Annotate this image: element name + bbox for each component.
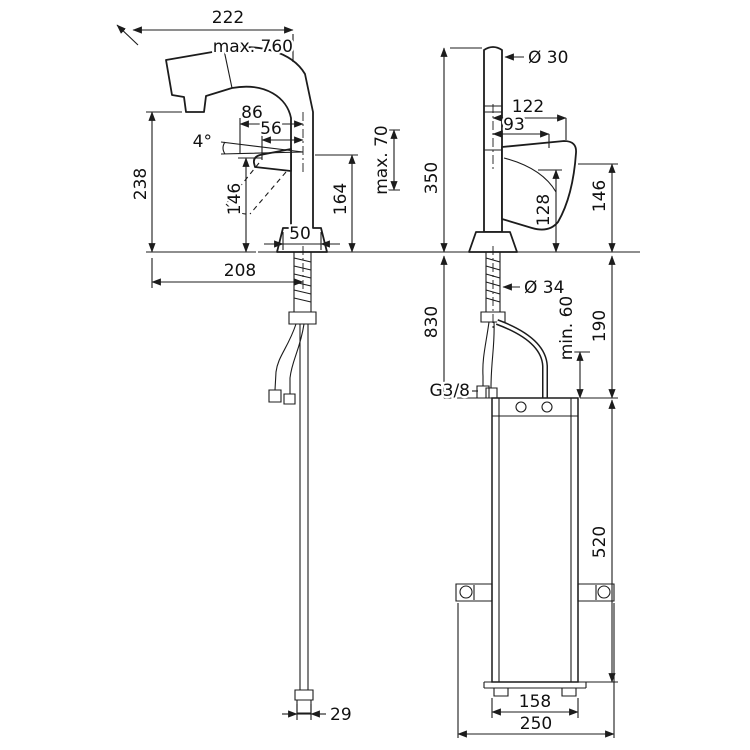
dim-164: 164: [315, 154, 358, 253]
dim-146-left: 146: [223, 157, 262, 253]
dim-label-238: 238: [131, 168, 151, 200]
dim-520: 520: [586, 399, 618, 683]
install-box-outline: [491, 397, 579, 683]
box-hole-1: [515, 401, 527, 413]
tab-screw-icon-right: [597, 585, 611, 599]
mounting-tab-left: [455, 583, 493, 602]
dim-label-158: 158: [519, 692, 551, 712]
dim-label-g38: G3/8: [429, 381, 470, 401]
handle-lever-side: [252, 148, 292, 172]
dim-label-164: 164: [331, 183, 351, 215]
dim-label-dia30: Ø 30: [528, 48, 568, 68]
dim-label-128: 128: [534, 194, 554, 226]
dim-29: 29: [282, 703, 354, 727]
dim-label-350: 350: [422, 162, 442, 194]
dim-238: 238: [129, 111, 256, 253]
dim-208: 208: [151, 258, 304, 288]
faucet-front-outline: [420, 46, 640, 697]
box-flange: [483, 681, 587, 689]
dim-angle-4deg: 4°: [190, 130, 304, 155]
supply-hose-right-2: [490, 321, 495, 389]
dim-label-max760: max. 760: [213, 37, 293, 57]
dim-max760: max. 760: [210, 35, 295, 60]
box-feet: [493, 688, 577, 697]
dim-label-208: 208: [224, 261, 256, 281]
dim-830: 830: [420, 255, 490, 399]
box-hole-2: [541, 401, 553, 413]
install-box-walls: [492, 398, 578, 682]
pullout-hose-left: [299, 324, 309, 690]
right-view: Ø 30 350 122 93 128: [420, 46, 640, 738]
dim-label-122: 122: [512, 97, 544, 117]
dim-128: 128: [532, 169, 562, 253]
spray-head-joint-line: [223, 49, 233, 89]
dim-label-146-right: 146: [590, 180, 610, 212]
supply-hose-fitting-left-1: [268, 389, 282, 403]
shank-thread-left: [293, 257, 312, 303]
dim-158: 158: [491, 690, 579, 718]
supply-fitting-right-2: [485, 387, 498, 399]
dim-122: 122: [492, 95, 567, 140]
supply-hose-left-2: [289, 323, 305, 394]
dim-label-93: 93: [503, 115, 525, 135]
dim-label-250: 250: [520, 714, 552, 734]
dim-label-4deg: 4°: [193, 132, 212, 152]
dim-g38: G3/8: [427, 379, 478, 403]
dim-label-146-left: 146: [225, 183, 245, 215]
dim-56: 56: [258, 112, 304, 175]
left-view: 222 max. 760 86 56 4°: [116, 6, 425, 727]
supply-hose-right-1: [482, 321, 490, 386]
dim-93: 93: [492, 113, 550, 148]
faucet-side-body: [165, 46, 328, 253]
dim-label-190: 190: [590, 310, 610, 342]
dim-190: 190: [580, 255, 618, 399]
dim-label-dia34: Ø 34: [524, 278, 564, 298]
pullout-hose-right-core: [496, 320, 547, 398]
dim-min60: min. 60: [555, 294, 590, 399]
dim-label-56: 56: [260, 119, 282, 139]
dim-146-right: 146: [578, 163, 618, 253]
tab-screw-icon-left: [459, 585, 473, 599]
dim-86: 86: [239, 101, 304, 154]
pull-direction-arrow: [116, 24, 139, 46]
handle-swivel-dashed: [225, 162, 287, 215]
hose-end-fitting: [294, 689, 314, 714]
dim-222: 222: [132, 6, 294, 62]
dim-label-86: 86: [241, 103, 263, 123]
supply-hose-fitting-left-2: [283, 393, 296, 405]
dim-label-29: 29: [330, 705, 352, 725]
dim-label-max70: max. 70: [372, 125, 392, 194]
right-dimensions: Ø 30 350 122 93 128: [420, 46, 618, 738]
supply-hose-left-1: [274, 323, 297, 391]
mounting-nut-left: [288, 311, 317, 325]
dim-label-222: 222: [212, 8, 244, 28]
dim-dia34: Ø 34: [502, 276, 567, 300]
dim-label-830: 830: [422, 306, 442, 338]
dim-label-50: 50: [289, 224, 311, 244]
dim-250: 250: [457, 603, 615, 738]
dim-50: 50: [264, 222, 340, 250]
dim-label-520: 520: [590, 526, 610, 558]
dim-label-min60: min. 60: [557, 296, 577, 361]
dim-dia30: Ø 30: [504, 46, 571, 70]
dim-350: 350: [420, 47, 482, 253]
dim-max70: max. 70: [370, 123, 400, 197]
left-dimensions: 222 max. 760 86 56 4°: [116, 6, 400, 727]
